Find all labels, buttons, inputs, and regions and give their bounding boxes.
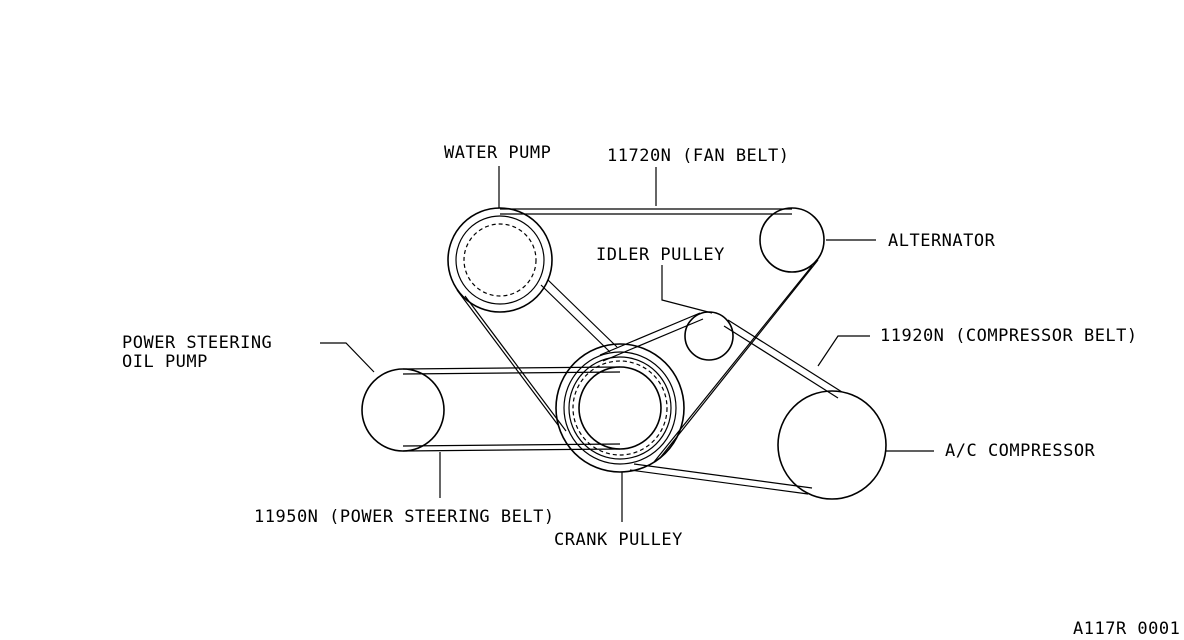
alternator-pulley — [759, 207, 825, 273]
power-steering-belt-label: 11950N (POWER STEERING BELT) — [254, 507, 555, 527]
idler-pulley-label: IDLER PULLEY — [596, 245, 725, 265]
power-steering-pump-pulley — [361, 368, 445, 452]
power-steering-label-line2: OIL PUMP — [122, 352, 208, 372]
power-steering-belt — [402, 366, 621, 452]
power-steering-label-line1: POWER STEERING — [122, 333, 272, 353]
leader-lines — [320, 166, 934, 522]
alternator-label: ALTERNATOR — [888, 231, 996, 251]
fan-belt — [456, 208, 819, 463]
fan-belt-label: 11720N (FAN BELT) — [607, 146, 790, 166]
compressor-belt-label: 11920N (COMPRESSOR BELT) — [880, 326, 1138, 346]
water-pump-label: WATER PUMP — [444, 143, 551, 163]
crank-pulley-label: CRANK PULLEY — [554, 530, 683, 550]
water-pump-pulley — [447, 207, 553, 313]
idler-pulley — [684, 311, 734, 361]
figure-code: A117R 0001 — [1073, 619, 1180, 639]
compressor-belt — [599, 312, 843, 495]
ac-compressor-label: A/C COMPRESSOR — [945, 441, 1096, 461]
ac-compressor-pulley — [777, 390, 887, 500]
